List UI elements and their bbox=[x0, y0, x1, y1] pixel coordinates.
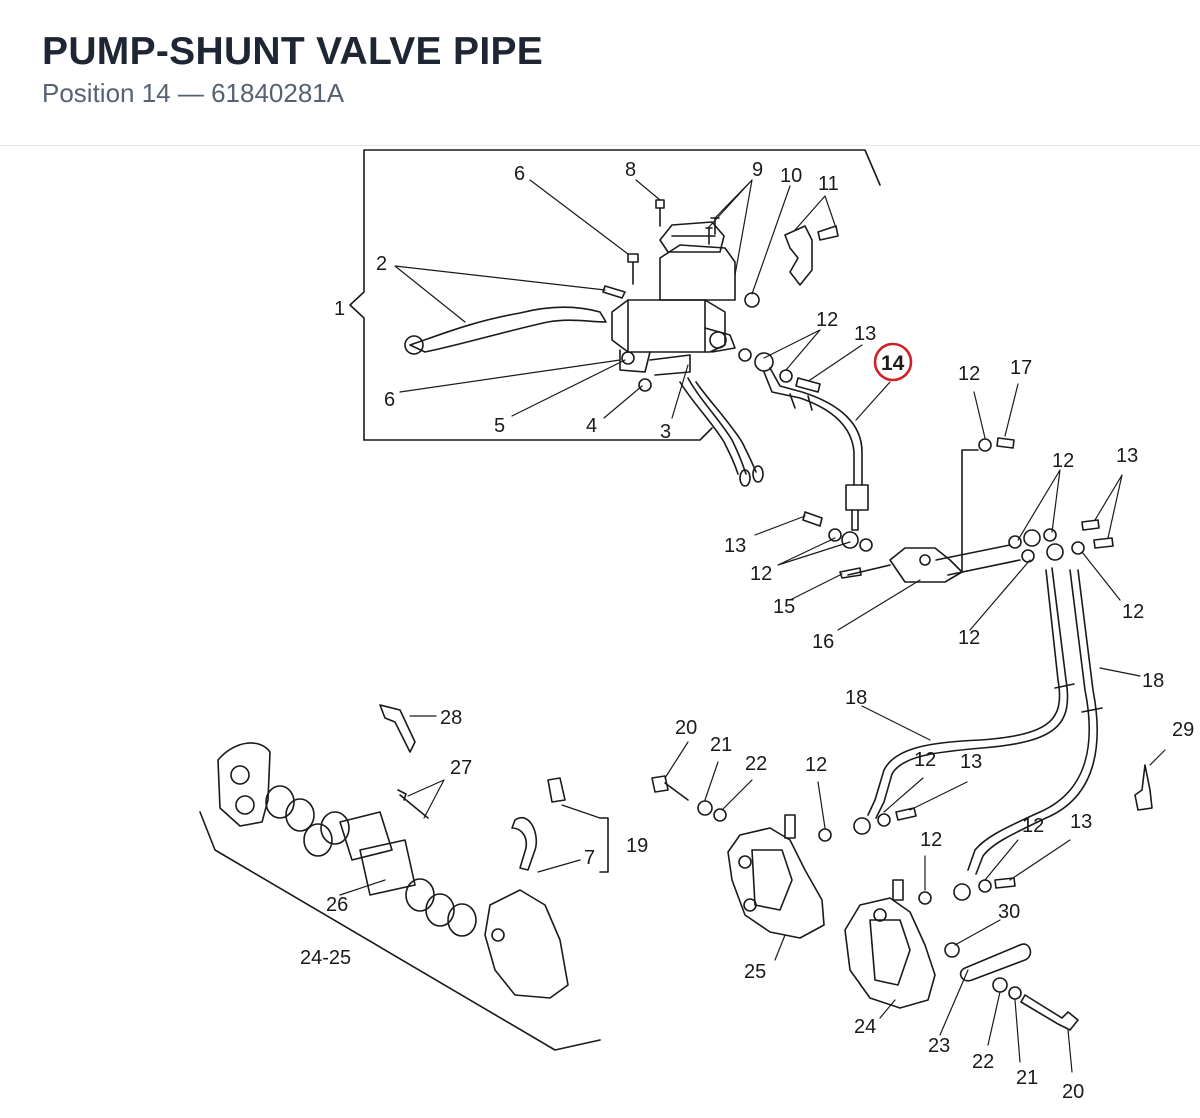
callout-14-highlighted[interactable]: 14 bbox=[881, 352, 905, 375]
callout-12-valve-top: 12 bbox=[958, 363, 980, 385]
callout-12-center: 12 bbox=[750, 563, 772, 585]
callout-12-right-top: 12 bbox=[1052, 450, 1074, 472]
callout-18-left: 18 bbox=[845, 687, 867, 709]
callout-6-bottom: 6 bbox=[384, 389, 395, 411]
callout-24-25: 24-25 bbox=[300, 947, 351, 969]
pump-shunt-valve-pipe-part bbox=[763, 367, 869, 531]
shunt-valve-part bbox=[847, 449, 1021, 583]
callout-21-left: 21 bbox=[710, 734, 732, 756]
callout-19: 19 bbox=[626, 835, 648, 857]
callout-10: 10 bbox=[780, 165, 802, 187]
caliper-exploded-left bbox=[217, 742, 569, 999]
callout-13-right-top: 13 bbox=[1116, 445, 1138, 467]
caliper-right-part bbox=[727, 814, 825, 939]
callout-28: 28 bbox=[440, 707, 462, 729]
callout-2: 2 bbox=[376, 253, 387, 275]
page-title: PUMP-SHUNT VALVE PIPE bbox=[42, 30, 544, 73]
hose-guide-part bbox=[1134, 764, 1153, 811]
callout-7: 7 bbox=[584, 847, 595, 869]
callout-1: 1 bbox=[334, 298, 345, 320]
assembly-bracket-outline bbox=[349, 149, 881, 441]
callout-8: 8 bbox=[625, 159, 636, 181]
callout-23: 23 bbox=[928, 1035, 950, 1057]
callout-12-hose-left: 12 bbox=[914, 749, 936, 771]
callout-27: 27 bbox=[450, 757, 472, 779]
leader-lines bbox=[339, 179, 1166, 1073]
caliper-bracket-hardware bbox=[944, 942, 1079, 1031]
callout-18-right: 18 bbox=[1142, 670, 1164, 692]
callout-17: 17 bbox=[1010, 357, 1032, 379]
callout-11: 11 bbox=[818, 173, 839, 195]
callout-22-right: 22 bbox=[972, 1051, 994, 1073]
callout-12-hose-right: 12 bbox=[1022, 815, 1044, 837]
banjo-fitting-upper bbox=[738, 348, 821, 393]
callout-13-upper: 13 bbox=[854, 323, 876, 345]
caliper-left-part bbox=[844, 879, 936, 1009]
callout-12-valve-bottom: 12 bbox=[958, 627, 980, 649]
callout-16: 16 bbox=[812, 631, 834, 653]
bracket-19 bbox=[599, 817, 609, 873]
callout-13-hose-right: 13 bbox=[1070, 811, 1092, 833]
callout-12-caliper-right: 12 bbox=[920, 829, 942, 851]
callout-26: 26 bbox=[326, 894, 348, 916]
callout-15: 15 bbox=[773, 596, 795, 618]
callout-12-right-bottom: 12 bbox=[1122, 601, 1144, 623]
callout-29: 29 bbox=[1172, 719, 1194, 741]
callout-20-left: 20 bbox=[675, 717, 697, 739]
callout-6-top: 6 bbox=[514, 163, 525, 185]
callout-22-left: 22 bbox=[745, 753, 767, 775]
callout-13-hose-left: 13 bbox=[960, 751, 982, 773]
callout-20-right: 20 bbox=[1062, 1081, 1084, 1103]
banjo-fitting-center bbox=[802, 437, 1114, 579]
callout-9: 9 bbox=[752, 159, 763, 181]
callout-30: 30 bbox=[998, 901, 1020, 923]
master-cylinder-part bbox=[611, 221, 736, 376]
callout-4: 4 bbox=[586, 415, 597, 437]
small-hardware-left bbox=[379, 704, 566, 871]
callout-24: 24 bbox=[854, 1016, 876, 1038]
callout-5: 5 bbox=[494, 415, 505, 437]
page-subtitle: Position 14 — 61840281A bbox=[42, 78, 345, 108]
callout-13-center: 13 bbox=[724, 535, 746, 557]
switch-wires-part bbox=[679, 377, 764, 487]
callout-25: 25 bbox=[744, 961, 766, 983]
callout-21-right: 21 bbox=[1016, 1067, 1038, 1089]
bracket-24-25 bbox=[199, 811, 601, 1051]
banjo-fitting-lower bbox=[651, 775, 1016, 905]
callout-12-upper: 12 bbox=[816, 309, 838, 331]
callout-labels: 1 2 3 4 5 6 6 7 8 9 10 11 12 13 14 12 17… bbox=[300, 159, 1194, 1103]
highlight-circle bbox=[873, 342, 913, 382]
brake-lever-part bbox=[404, 306, 607, 355]
page-header: PUMP-SHUNT VALVE PIPE Position 14 — 6184… bbox=[0, 0, 1200, 146]
reservoir-clamp-parts bbox=[744, 225, 839, 308]
callout-3: 3 bbox=[660, 421, 671, 443]
callout-12-caliper-left: 12 bbox=[805, 754, 827, 776]
brake-hose-parts bbox=[867, 567, 1103, 875]
